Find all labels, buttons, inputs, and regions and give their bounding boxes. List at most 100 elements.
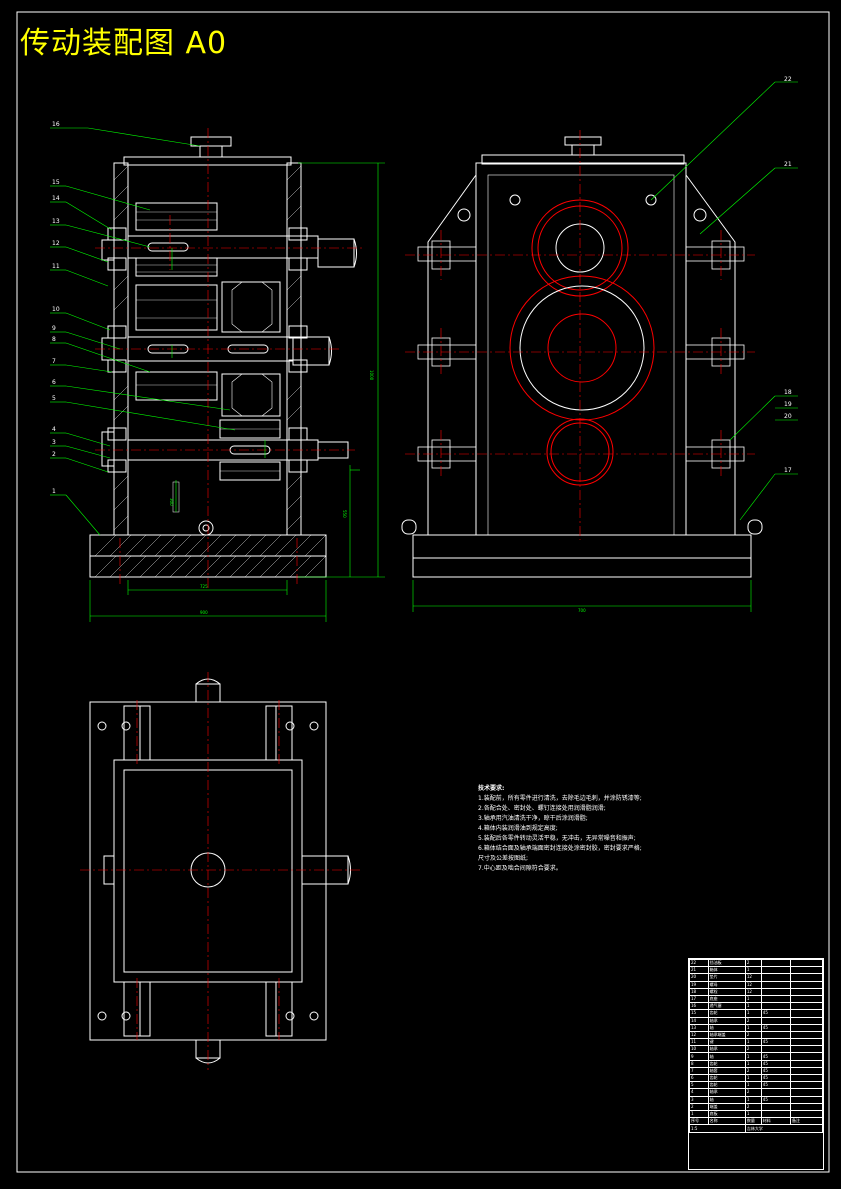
bom-cell: 12 (744, 987, 762, 996)
part-label-13: 13 (52, 218, 60, 225)
bom-cell: 挡油板 (707, 958, 746, 968)
bom-cell (760, 1088, 792, 1097)
bom-scale: 1:5 (689, 1124, 746, 1134)
side-part-numbers: 22 21 18 19 20 17 (784, 76, 792, 474)
bom-cell (760, 1045, 792, 1054)
bom-cell: 键 (707, 1038, 746, 1047)
svg-text:725: 725 (200, 584, 208, 589)
bom-cell: 2 (744, 1030, 762, 1040)
bom-cell: 1 (744, 1095, 762, 1104)
bom-cell: 12 (689, 1030, 709, 1040)
part-label-14: 14 (52, 195, 60, 202)
bom-header-cell: 序号 (689, 1117, 709, 1126)
part-label-6: 6 (52, 379, 56, 386)
bom-cell: 8 (689, 1059, 709, 1068)
part-label-2: 2 (52, 451, 56, 458)
bom-cell: 45 (760, 1059, 792, 1068)
bom-cell: 垫片 (707, 973, 746, 982)
tech-line: 4.箱体内装润滑油到规定高度; (478, 825, 558, 832)
bom-cell: 轴承端盖 (707, 1030, 746, 1040)
bom-cell: 45 (760, 1073, 792, 1083)
bom-header-cell: 数量 (744, 1117, 762, 1126)
bom-cell (790, 1045, 823, 1054)
front-centerlines (95, 128, 362, 590)
bom-cell: 2 (744, 1088, 762, 1097)
bom-cell (760, 1109, 792, 1119)
bom-cell (790, 1088, 823, 1097)
part-label-7: 7 (52, 358, 56, 365)
bom-cell: 1 (689, 1109, 709, 1119)
bom-cell (790, 973, 823, 982)
bom-cell: 1 (744, 1052, 762, 1061)
part-label-22: 22 (784, 76, 792, 83)
bom-cell: 2 (744, 1066, 762, 1076)
bom-cell: 2 (744, 1102, 762, 1111)
bom-cell: 11 (689, 1038, 709, 1047)
base-hatch (94, 534, 327, 578)
front-leaders (50, 127, 236, 536)
bom-cell: 1 (744, 1002, 762, 1011)
bom-cell: 45 (760, 1081, 792, 1090)
bom-cell: 16 (689, 1002, 709, 1011)
bom-header-cell: 名称 (707, 1117, 746, 1126)
tech-line: 2.各配合处、密封处、螺钉连接处用润滑脂润滑; (478, 805, 606, 812)
drawing-frame (16, 11, 830, 1173)
part-label-15: 15 (52, 179, 60, 186)
bom-header-row: 序号名称数量材料备注 (689, 1117, 823, 1126)
top-view (89, 678, 351, 1064)
bom-cell: 22 (689, 958, 709, 968)
bom-cell: 45 (760, 1066, 792, 1076)
bom-cell (790, 1095, 823, 1104)
tech-line: 5.装配后各零件转动灵活平稳，无冲击，无异常噪音和振声; (478, 835, 636, 842)
bom-cell: 轴 (707, 1052, 746, 1061)
side-dimensions (412, 81, 798, 612)
tech-line: 3.轴承用汽油清洗干净，晾干后涂润滑脂; (478, 815, 588, 822)
bom-cell: 2 (744, 1045, 762, 1054)
bom-cell: 轴套 (707, 1066, 746, 1076)
part-label-10: 10 (52, 306, 60, 313)
bom-cell: 1 (744, 1023, 762, 1032)
bom-cell (790, 958, 823, 968)
bom-cell: 2 (744, 958, 762, 968)
bom-cell (760, 1102, 792, 1111)
bom-cell: 7 (689, 1066, 709, 1076)
bom-cell: 1 (744, 1073, 762, 1083)
bom-cell (790, 1102, 823, 1111)
bom-cell: 底板 (707, 1109, 746, 1119)
part-label-4: 4 (52, 426, 56, 433)
bom-cell: 2 (744, 1016, 762, 1025)
bom-cell: 20 (689, 973, 709, 982)
bom-cell (760, 980, 792, 989)
bom-cell (790, 1081, 823, 1090)
bom-cell: 轴承 (707, 1016, 746, 1025)
side-view (401, 136, 763, 578)
front-dim-text: 1000 550 725 900 300 (169, 370, 374, 615)
bom-cell: 45 (760, 1038, 792, 1047)
bom-cell: 9 (689, 1052, 709, 1061)
bom-cell (790, 1109, 823, 1119)
bom-cell: 3 (689, 1095, 709, 1104)
bom-cell (760, 1002, 792, 1011)
bom-cell: 齿轮 (707, 1059, 746, 1068)
part-label-16: 16 (52, 121, 60, 128)
svg-text:700: 700 (578, 608, 586, 613)
bom-cell (790, 1002, 823, 1011)
bom-cell: 端盖 (707, 1102, 746, 1111)
bom-cell (790, 1030, 823, 1040)
bom-cell (790, 1066, 823, 1076)
bom-cell: 45 (760, 1095, 792, 1104)
bom-school: 吉林大学 (744, 1124, 824, 1134)
bom-cell (790, 1023, 823, 1032)
bom-cell: 螺母 (707, 980, 746, 989)
side-centerlines (405, 130, 755, 540)
